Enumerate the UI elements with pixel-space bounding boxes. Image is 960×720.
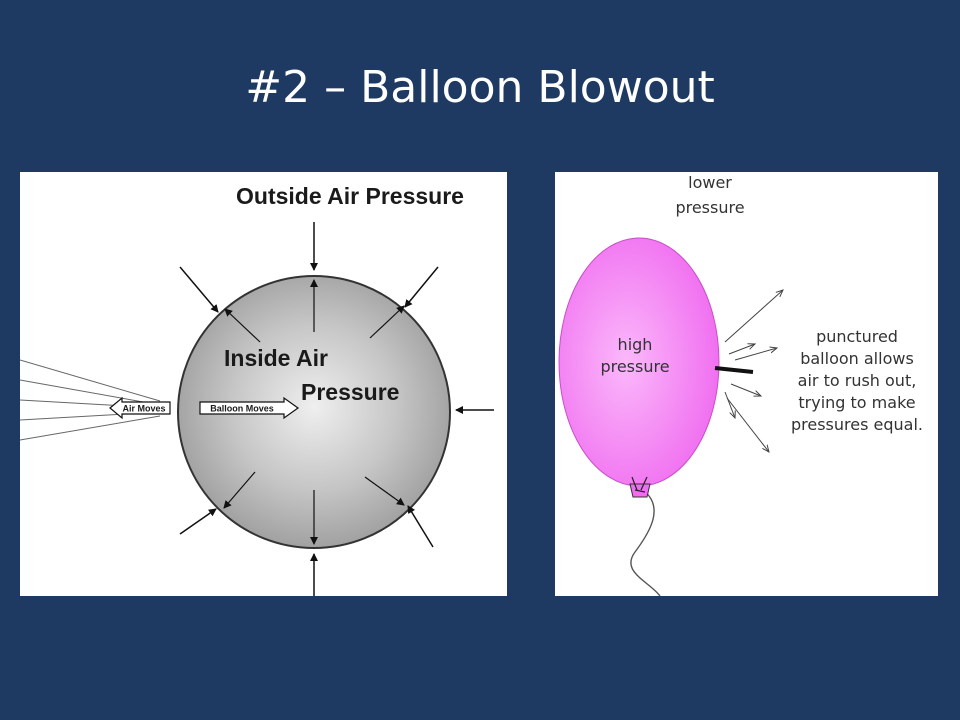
explanation-line-5: pressures equal. [791, 415, 923, 434]
puncture-mark [714, 366, 754, 374]
inside-air-label-line2: Pressure [301, 379, 399, 405]
slide-title: #2 – Balloon Blowout [245, 62, 715, 113]
explanation-line-2: balloon allows [800, 349, 914, 368]
explanation-line-3: air to rush out, [798, 371, 917, 390]
balloon-moves-arrow: Balloon Moves [199, 396, 300, 420]
escaping-air-lines [20, 359, 161, 441]
outside-pressure-arrows [179, 222, 494, 596]
punctured-balloon-panel: lower pressure high pressure punctured b… [555, 172, 938, 596]
explanation-line-4: trying to make [798, 393, 915, 412]
inside-pressure-arrows [223, 279, 405, 545]
high-pressure-label-line2: pressure [600, 357, 669, 376]
balloon-string [630, 489, 661, 596]
air-moves-arrow: Air Moves [109, 396, 171, 420]
explanation-text: punctured balloon allows air to rush out… [791, 327, 923, 434]
lower-pressure-label-line1: lower [688, 173, 732, 192]
balloon-circle [177, 275, 451, 549]
air-moves-label: Air Moves [122, 404, 165, 414]
explanation-line-1: punctured [816, 327, 898, 346]
rushing-air-arrows [724, 290, 783, 452]
punctured-balloon-diagram: lower pressure high pressure punctured b… [558, 173, 923, 596]
lower-pressure-label-line2: pressure [675, 198, 744, 217]
pressure-diagram-panel: Outside Air Pressure [20, 172, 507, 596]
balloon-moves-label: Balloon Moves [210, 404, 274, 414]
balloon-knot [629, 476, 651, 498]
outside-air-pressure-label: Outside Air Pressure [236, 183, 464, 209]
pressure-diagram: Outside Air Pressure [20, 183, 494, 596]
high-pressure-label-line1: high [618, 335, 653, 354]
inside-air-label-line1: Inside Air [224, 345, 328, 371]
